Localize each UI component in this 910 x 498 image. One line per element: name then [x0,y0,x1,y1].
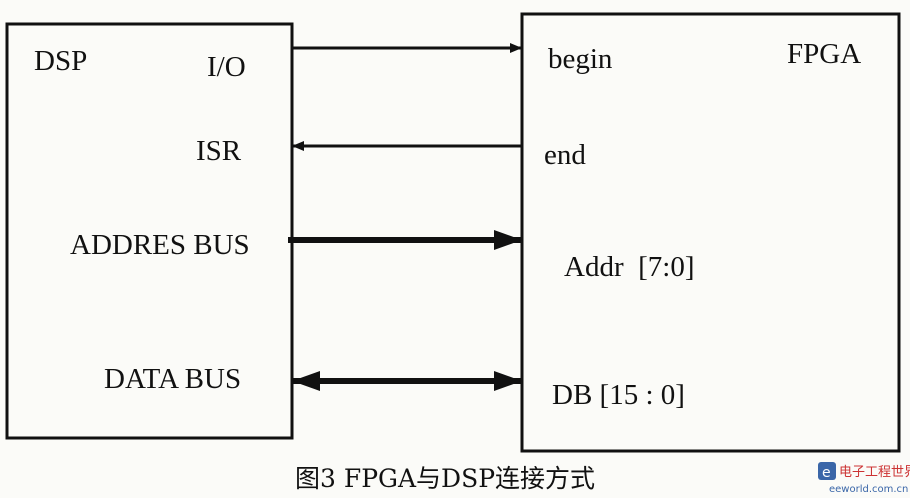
watermark-logo [818,462,836,480]
fpga-box [520,12,901,453]
fpga-title: FPGA [787,38,861,70]
site-watermark: e 电子工程世界 eeworld.com.cn [818,462,910,495]
dsp-port-isr: ISR [196,135,242,167]
fpga-block: FPGA begin end Addr [7:0] DB [15 : 0] [520,12,901,453]
dsp-title: DSP [34,45,87,77]
dsp-box [5,22,294,440]
fpga-port-db: DB [15 : 0] [552,379,685,411]
connections [288,43,522,391]
watermark-url: eeworld.com.cn [829,484,908,495]
dsp-block: DSP I/O ISR ADDRES BUS DATA BUS [5,22,294,440]
watermark-brand: 电子工程世界 [839,465,910,480]
dsp-port-address-bus: ADDRES BUS [70,229,250,261]
watermark-logo-glyph: e [822,465,831,481]
dsp-port-io: I/O [207,51,246,83]
dsp-port-data-bus: DATA BUS [104,363,241,395]
fpga-port-addr: Addr [7:0] [564,251,694,283]
fpga-port-begin: begin [548,43,613,75]
fpga-port-end: end [544,139,586,171]
figure-caption: 图3 FPGA与DSP连接方式 [295,464,595,493]
